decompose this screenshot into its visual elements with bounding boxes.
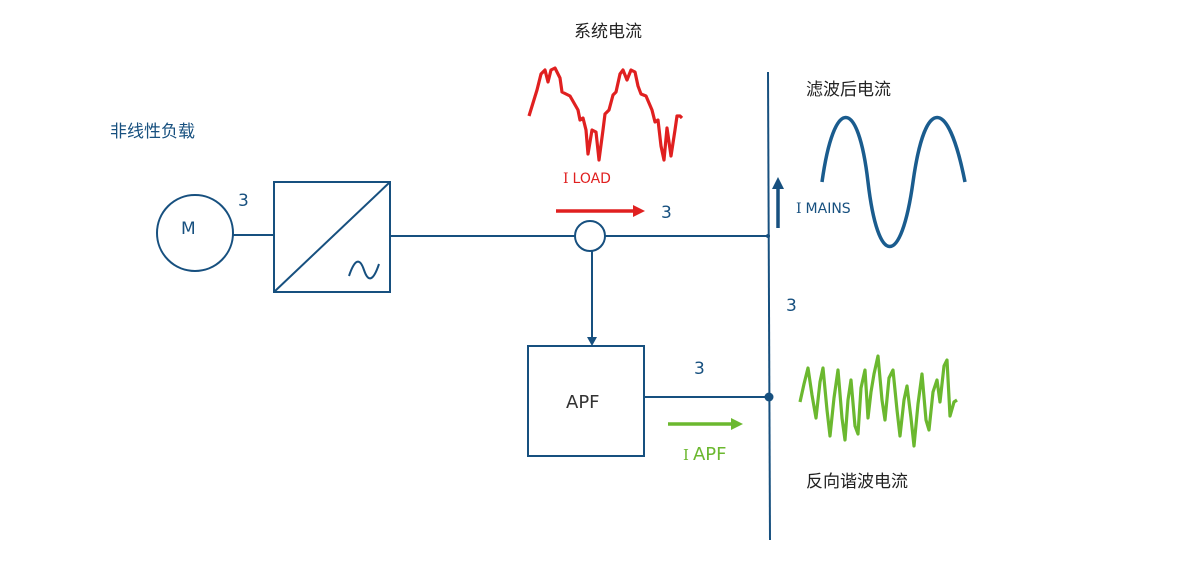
mains-current-subscript: MAINS xyxy=(805,201,851,217)
phase-count-bus: 3 xyxy=(786,296,797,316)
apf-box xyxy=(527,345,645,457)
apf-current-waveform xyxy=(798,354,958,448)
junction-dot xyxy=(764,392,774,402)
load-current-symbol: I xyxy=(563,171,569,187)
mains-bus xyxy=(767,71,771,541)
nonlinear-load-title: 非线性负载 xyxy=(110,122,195,142)
mains-current-symbol: I xyxy=(796,201,802,217)
phase-count-load: 3 xyxy=(661,203,672,223)
reverse-harmonic-current-title: 反向谐波电流 xyxy=(806,472,908,492)
load-current-waveform xyxy=(527,66,684,162)
converter-diagonal xyxy=(273,181,391,293)
apf-label: APF xyxy=(566,392,600,413)
mains-current-arrowhead xyxy=(772,177,784,189)
current-sensor xyxy=(574,220,606,252)
apf-current-subscript: APF xyxy=(692,444,727,465)
system-current-title: 系统电流 xyxy=(574,22,642,42)
load-current-subscript: LOAD xyxy=(572,171,611,187)
sensor-feed-arrowhead xyxy=(587,337,597,346)
junction-dot-small xyxy=(766,234,770,238)
filtered-current-title: 滤波后电流 xyxy=(806,80,891,100)
ac-symbol-icon xyxy=(348,260,380,280)
phase-count-apf: 3 xyxy=(694,359,705,379)
mains-current-waveform xyxy=(820,116,967,248)
phase-count-motor: 3 xyxy=(238,191,249,211)
apf-current-symbol: I xyxy=(683,446,689,464)
apf-current-arrowhead xyxy=(731,418,743,430)
motor-circle xyxy=(156,194,234,272)
load-current-arrowhead xyxy=(633,205,645,217)
motor-label: M xyxy=(181,219,196,239)
